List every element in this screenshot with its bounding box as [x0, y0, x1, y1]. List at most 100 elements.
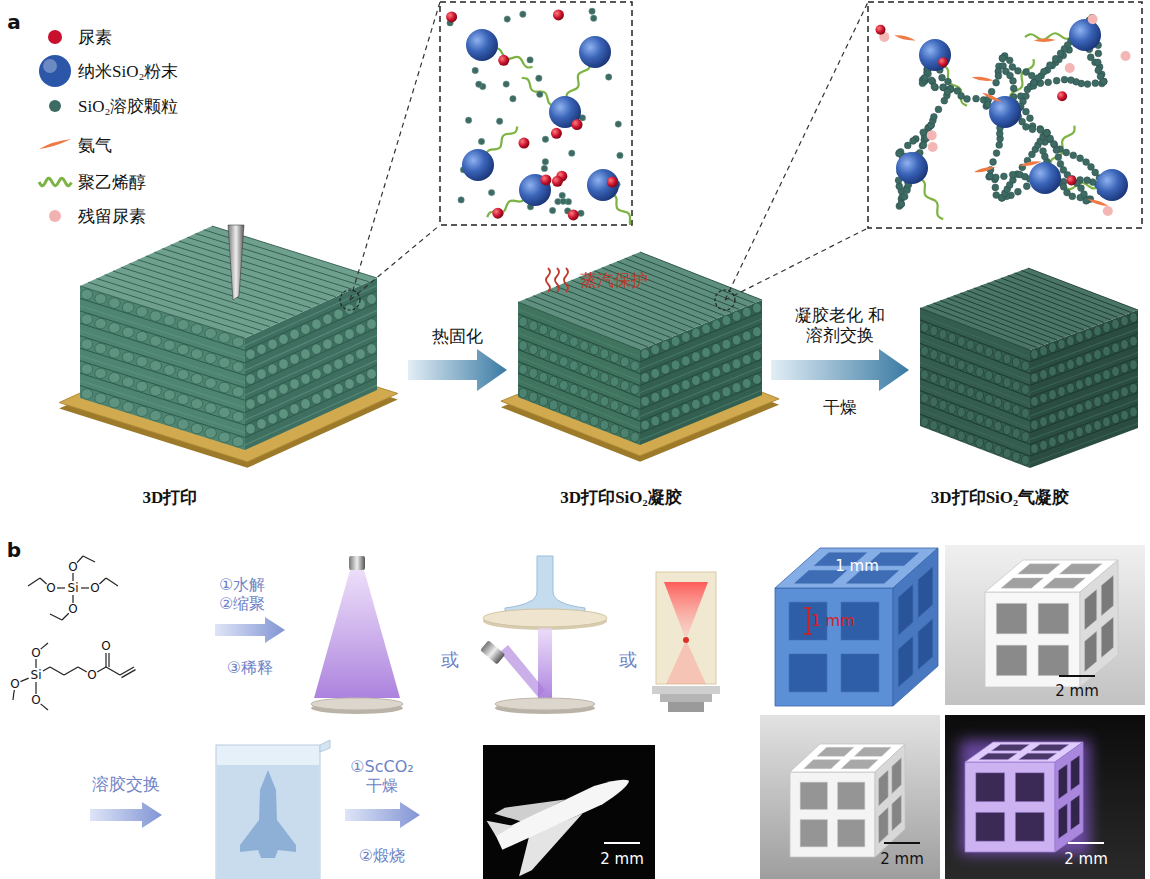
gel-lattice [620, 381, 629, 391]
gel-lattice [651, 392, 660, 402]
printed-lattice [219, 357, 231, 367]
cube-photo [1058, 764, 1067, 799]
aerogel-lattice [966, 387, 974, 397]
gel-lattice [732, 311, 741, 321]
dlp-printer-icon [314, 570, 400, 698]
printed-lattice [334, 359, 344, 369]
aerogel-lattice [1012, 452, 1020, 462]
printed-lattice [177, 419, 189, 429]
gel-lattice [742, 378, 751, 388]
gel-chain-bead [999, 55, 1006, 62]
gel-chain-bead [1069, 193, 1076, 200]
gel-lattice [640, 348, 762, 398]
aerogel-lattice [1094, 350, 1102, 360]
panel-label: 干燥 [823, 397, 857, 417]
printed-lattice [257, 369, 267, 379]
aerogel-lattice [930, 373, 938, 383]
process-label: ①ScCO₂ 干燥 [340, 757, 424, 795]
cube-photo [804, 760, 841, 769]
scale-label: 1 mm [835, 557, 879, 575]
residual-urea [1121, 51, 1131, 61]
printed-lattice [113, 271, 278, 323]
shuttle-gel [240, 770, 296, 858]
gel-chain-bead [898, 201, 905, 208]
printed-lattice [80, 373, 245, 425]
lattice-cube-model [804, 633, 812, 635]
aerogel-lattice [957, 360, 965, 370]
process-label: ①水解 ②缩聚 [219, 575, 281, 613]
gel-lattice [600, 373, 609, 383]
aerogel-lattice [1031, 420, 1039, 430]
aerogel-lattice [920, 355, 1030, 397]
gel-chain-bead [1023, 183, 1030, 190]
aerogel-lattice [921, 393, 929, 403]
aerogel-lattice [930, 420, 938, 430]
gel-chain-bead [1030, 80, 1037, 87]
printed-lattice [290, 379, 300, 389]
printed-lattice [191, 423, 203, 433]
atom-symbol: O [31, 693, 40, 707]
cube-photo [985, 592, 1080, 687]
aerogel-lattice [994, 421, 1002, 431]
aerogel-lattice [954, 296, 1064, 338]
urea-dot [553, 9, 564, 20]
sol-particle [520, 11, 526, 17]
gel-lattice [518, 309, 640, 357]
atom-symbol: O [31, 646, 40, 660]
gel-chain-bead [1045, 79, 1052, 86]
printed-lattice [95, 343, 107, 353]
aerogel-lattice [920, 339, 1030, 381]
printed-lattice [367, 319, 377, 329]
printed-lattice [312, 344, 322, 354]
gel-chain-bead [1043, 129, 1050, 136]
pva-chain [935, 55, 967, 106]
shuttle-photo [483, 745, 655, 879]
printed-lattice [136, 306, 148, 316]
printed-lattice [219, 332, 231, 342]
gel-lattice [722, 387, 731, 397]
aerogel-lattice [1067, 407, 1075, 417]
lattice-cube-model [789, 654, 827, 692]
lattice-cube-model [898, 636, 912, 687]
stage-panel: 3D打印SiO₂凝胶 [510, 230, 768, 515]
aerogel-lattice [920, 332, 1030, 374]
aerogel-lattice [1003, 378, 1011, 388]
aerogel-lattice [1030, 376, 1138, 416]
scale-label: 2 mm [1064, 850, 1108, 868]
sol-particle [542, 159, 548, 165]
cube-photo [1055, 742, 1083, 852]
printed-lattice [150, 361, 162, 371]
gel-chain-bead [1055, 154, 1062, 161]
aerogel-lattice [920, 391, 1030, 433]
solvent-beaker [216, 745, 320, 879]
gel-lattice [580, 341, 589, 351]
shuttle-photo [604, 842, 640, 844]
legend-item: SiO₂溶胶颗粒 [37, 88, 178, 124]
gel-lattice [702, 395, 711, 405]
scale-label: 1 mm [811, 612, 855, 630]
aerogel-lattice [1058, 434, 1066, 444]
aerogel-lattice [1103, 346, 1111, 356]
printed-lattice [177, 344, 189, 354]
legend-swatch [49, 210, 61, 222]
aerogel-lattice [1049, 437, 1057, 447]
cube-photo [1018, 564, 1061, 574]
cube-photo [790, 772, 875, 857]
gel-chain-bead [1084, 177, 1091, 184]
gel-chain-bead [904, 142, 911, 149]
aerogel-lattice [1049, 413, 1057, 423]
atom-symbol: Si [31, 668, 42, 682]
printed-lattice [121, 267, 286, 319]
aerogel-lattice [930, 397, 938, 407]
aerogel-lattice [957, 384, 965, 394]
gel-lattice [610, 353, 619, 363]
aerogel-lattice [1094, 326, 1102, 336]
gel-chain-bead [1052, 55, 1059, 62]
gel-lattice [702, 348, 711, 358]
aerogel-lattice [1085, 329, 1093, 339]
aerogel-lattice [957, 431, 965, 441]
printed-lattice [232, 436, 244, 446]
cube-photo [1058, 804, 1067, 839]
gel-lattice [651, 368, 660, 378]
